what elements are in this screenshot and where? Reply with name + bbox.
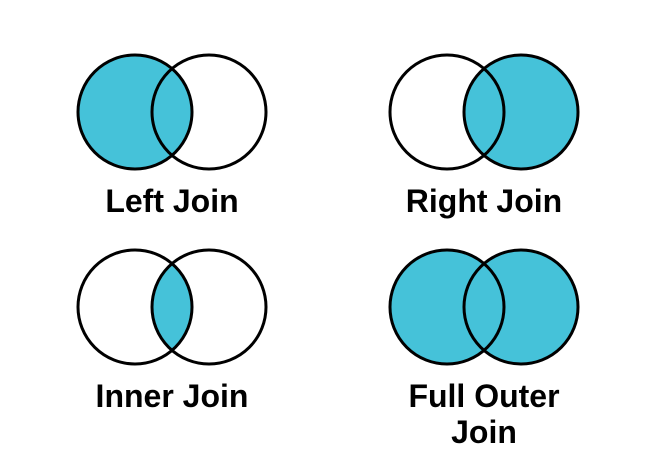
right-circle-outline — [462, 248, 580, 366]
right-join-label: Right Join — [405, 183, 563, 219]
left-join-panel: Left Join — [44, 52, 300, 219]
venn-svg-right-join — [388, 53, 580, 171]
left-circle-outline — [76, 248, 194, 366]
left-circle-outline — [388, 53, 506, 171]
left-join-label: Left Join — [105, 183, 239, 219]
intersection-fill — [464, 250, 504, 364]
venn-svg-inner-join — [76, 248, 268, 366]
full-outer-join-venn-diagram — [356, 247, 612, 367]
full-outer-join-panel: Full Outer Join — [356, 247, 612, 450]
left-circle-outline — [388, 248, 506, 366]
intersection-fill — [152, 250, 192, 364]
venn-svg-left-join — [76, 53, 268, 171]
inner-join-venn-diagram — [44, 247, 300, 367]
venn-svg-full-outer-join — [388, 248, 580, 366]
full-outer-join-label: Full Outer Join — [408, 378, 560, 450]
right-circle-outline — [150, 248, 268, 366]
left-join-venn-diagram — [44, 52, 300, 172]
right-join-panel: Right Join — [356, 52, 612, 219]
right-circle-outline — [150, 53, 268, 171]
left-circle-outline — [76, 53, 194, 171]
inner-join-label: Inner Join — [95, 378, 249, 414]
intersection-fill — [464, 55, 504, 169]
right-join-venn-diagram — [356, 52, 612, 172]
intersection-fill — [152, 55, 192, 169]
right-circle-outline — [462, 53, 580, 171]
inner-join-panel: Inner Join — [44, 247, 300, 414]
